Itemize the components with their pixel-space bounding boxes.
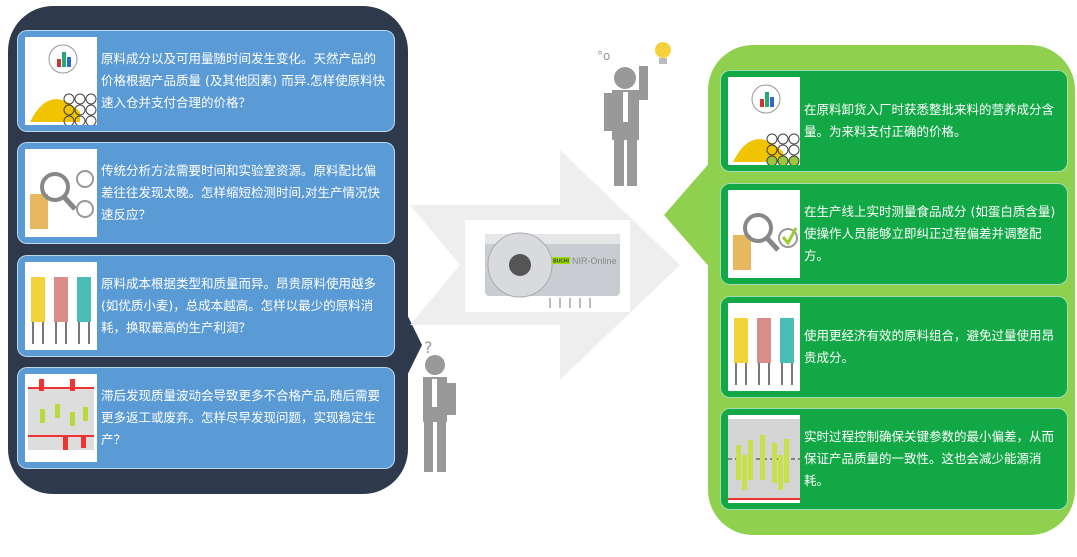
solution-card-economic-mix: 使用更经济有效的原料组合，避免过量使用昂贵成分。 bbox=[720, 296, 1068, 398]
solution-text: 实时过程控制确保关键参数的最小偏差，从而保证产品质量的一致性。这也会减少能源消耗… bbox=[804, 429, 1055, 488]
device-label: NIR-Online bbox=[572, 256, 617, 266]
solution-card-correct-price: 在原料卸货入厂时获悉整批来料的营养成分含量。为来料支付正确的价格。 bbox=[720, 70, 1068, 172]
grain-price-icon bbox=[728, 77, 800, 167]
stable-quality-icon bbox=[728, 415, 800, 503]
lab-analysis-check-icon bbox=[728, 190, 800, 278]
svg-text:?: ? bbox=[424, 338, 433, 357]
problem-text: 原料成本根据类型和质量而异。昂贵原料使用越多 (如优质小麦)，总成本越高。怎样以… bbox=[101, 276, 377, 335]
confused-person-icon: ? bbox=[423, 338, 456, 472]
problem-text: 原料成分以及可用量随时间发生变化。天然产品的价格根据产品质量 (及其他因素) 而… bbox=[101, 51, 386, 110]
problem-text: 滞后发现质量波动会导致更多不合格产品,随后需要更多返工或废弃。怎样尽早发现问题，… bbox=[101, 388, 380, 447]
quality-fluctuation-icon bbox=[25, 374, 97, 462]
problem-card-raw-material-price: 原料成分以及可用量随时间发生变化。天然产品的价格根据产品质量 (及其他因素) 而… bbox=[17, 30, 395, 132]
brand-badge bbox=[552, 257, 570, 264]
idea-person-icon: °o bbox=[597, 42, 671, 186]
nir-online-device: BUCHI NIR-Online bbox=[465, 220, 630, 312]
solution-text: 使用更经济有效的原料组合，避免过量使用昂贵成分。 bbox=[804, 328, 1055, 365]
lab-analysis-clock-icon bbox=[25, 149, 97, 237]
solution-card-realtime-measurement: 在生产线上实时测量食品成分 (如蛋白质含量) 使操作人员能够立即纠正过程偏差并调… bbox=[720, 183, 1068, 285]
silos-icon bbox=[728, 303, 800, 391]
solution-text: 在生产线上实时测量食品成分 (如蛋白质含量) 使操作人员能够立即纠正过程偏差并调… bbox=[804, 204, 1056, 263]
problem-card-quality-fluctuation: 滞后发现质量波动会导致更多不合格产品,随后需要更多返工或废弃。怎样尽早发现问题，… bbox=[17, 367, 395, 469]
device-brand: BUCHI bbox=[553, 259, 569, 265]
solution-text: 在原料卸货入厂时获悉整批来料的营养成分含量。为来料支付正确的价格。 bbox=[804, 102, 1055, 139]
problem-card-material-cost: 原料成本根据类型和质量而异。昂贵原料使用越多 (如优质小麦)，总成本越高。怎样以… bbox=[17, 255, 395, 357]
solutions-panel-pointer bbox=[664, 160, 712, 270]
problem-card-analysis-time: 传统分析方法需要时间和实验室资源。原料配比偏差往往发现太晚。怎样缩短检测时间,对… bbox=[17, 142, 395, 244]
grain-price-icon bbox=[25, 37, 97, 127]
silos-icon bbox=[25, 262, 97, 350]
problem-text: 传统分析方法需要时间和实验室资源。原料配比偏差往往发现太晚。怎样缩短检测时间,对… bbox=[101, 163, 380, 222]
solution-card-process-control: 实时过程控制确保关键参数的最小偏差，从而保证产品质量的一致性。这也会减少能源消耗… bbox=[720, 408, 1068, 510]
svg-text:°o: °o bbox=[597, 49, 610, 63]
